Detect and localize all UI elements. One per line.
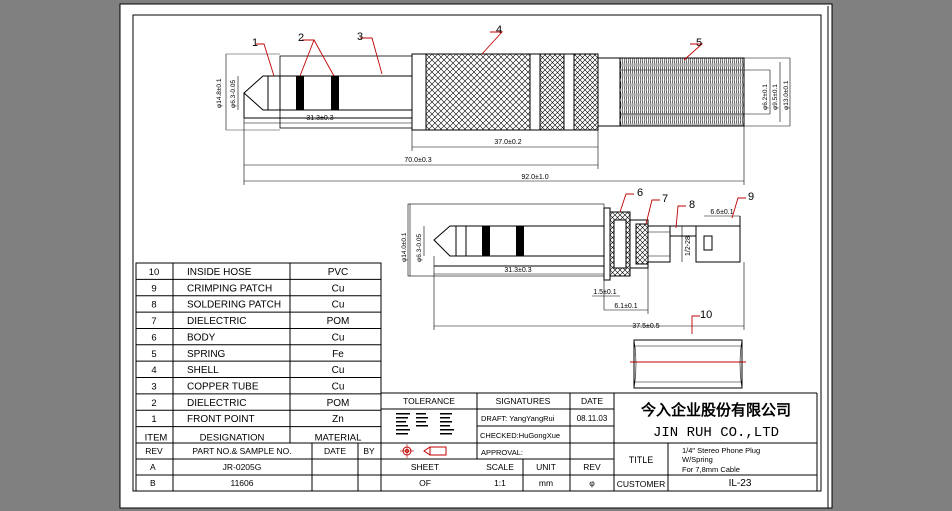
parts-row-item: 9 [151, 283, 156, 294]
rev-header: REV [145, 446, 163, 456]
title-line1: 1/4" Stereo Phone Plug [682, 446, 760, 455]
parts-row-designation: DIELECTRIC [187, 398, 246, 409]
rev-b: B [150, 478, 156, 488]
parts-row-item: 6 [151, 332, 156, 343]
scale-label: SCALE [486, 462, 514, 472]
part-a: JR-0205G [223, 462, 262, 472]
parts-row-item: 7 [151, 316, 156, 327]
customer-label: CUSTOMER [617, 479, 666, 489]
dim-top-70: 70.0±0.3 [404, 157, 431, 164]
sheet-value: OF [419, 478, 431, 488]
parts-row-material: PVC [328, 267, 349, 278]
section-plug-view: 31.3±0.3 1.5±0.1 6.1±0.1 37.5±0.5 6.6±0.… [401, 187, 754, 334]
company-name-cn: 今入企业股份有限公司 [640, 401, 791, 419]
parts-row-material: Cu [332, 365, 345, 376]
unit-label: UNIT [536, 462, 556, 472]
parts-row-material: Cu [332, 283, 345, 294]
dim-mid-6-6: 6.6±0.1 [710, 209, 733, 216]
parts-row-material: Zn [332, 414, 344, 425]
parts-row-material: Cu [332, 300, 345, 311]
title-label: TITLE [629, 455, 654, 465]
top-plug-view: 31.3±0.3 37.0±0.2 70.0±0.3 92.0±1.0 φ14.… [216, 24, 791, 185]
company-name-en: JIN RUH CO.,LTD [653, 425, 779, 441]
callout-5: 5 [696, 37, 702, 49]
dim-top-d6: φ6.3-0.05 [230, 80, 237, 108]
parts-row-item: 1 [151, 414, 156, 425]
dim-mid-31: 31.3±0.3 [504, 267, 531, 274]
by-header: BY [363, 446, 375, 456]
parts-row-designation: BODY [187, 332, 216, 343]
dim-top-31: 31.3±0.3 [306, 115, 333, 122]
parts-row-designation: INSIDE HOSE [187, 267, 252, 278]
parts-header-designation: DESIGNATION [200, 433, 265, 444]
parts-row-material: POM [327, 316, 350, 327]
callout-1: 1 [252, 37, 258, 49]
dim-top-37: 37.0±0.2 [494, 139, 521, 146]
dim-mid-37-5: 37.5±0.5 [632, 323, 659, 330]
parts-header-material: MATERIAL [315, 433, 362, 444]
sheet-label: SHEET [411, 462, 439, 472]
parts-row-designation: COPPER TUBE [187, 382, 259, 393]
scale-value: 1:1 [494, 478, 506, 488]
dim-top-d14: φ14.8±0.1 [216, 78, 223, 108]
dim-top-r1: φ6.2±0.1 [762, 84, 769, 110]
parts-row-item: 4 [151, 365, 156, 376]
callout-3: 3 [357, 31, 363, 43]
unit-value: mm [539, 478, 553, 488]
dim-top-r2: φ9.5±0.1 [772, 84, 779, 110]
dim-mid-d6: φ6.3-0.05 [416, 234, 423, 262]
parts-row-item: 5 [151, 349, 156, 360]
rev-a: A [150, 462, 156, 472]
projection-symbol-icon [400, 444, 447, 458]
dim-mid-1-5: 1.5±0.1 [593, 289, 616, 296]
signatures-label: SIGNATURES [496, 396, 551, 406]
dim-mid-6-1: 6.1±0.1 [614, 303, 637, 310]
parts-row-material: Cu [332, 382, 345, 393]
dim-mid-thread: 1/2-28 [685, 236, 692, 256]
dim-mid-d14: φ14.0±0.1 [401, 232, 408, 262]
parts-row-item: 10 [149, 267, 160, 278]
inside-hose-view [630, 339, 746, 389]
parts-row-item: 2 [151, 398, 156, 409]
callout-10: 10 [700, 309, 712, 321]
parts-header-item: ITEM [145, 433, 168, 444]
callout-8: 8 [689, 199, 695, 211]
rev-value: φ [589, 478, 595, 488]
date-header: DATE [324, 446, 346, 456]
customer-value: IL-23 [729, 478, 752, 489]
parts-row-designation: SOLDERING PATCH [187, 300, 281, 311]
parts-row-designation: CRIMPING PATCH [187, 283, 272, 294]
rev-label: REV [583, 462, 601, 472]
parts-row-item: 8 [151, 300, 156, 311]
callout-6: 6 [637, 187, 643, 199]
draft-by: DRAFT: YangYangRui [481, 414, 555, 423]
draft-date: 08.11.03 [577, 414, 608, 423]
title-line3: For 7,8mm Cable [682, 465, 740, 474]
callout-2: 2 [298, 32, 304, 44]
dim-top-r3: φ13.0±0.1 [783, 80, 790, 110]
tolerance-label: TOLERANCE [403, 396, 455, 406]
parts-row-material: POM [327, 398, 350, 409]
parts-row-designation: SPRING [187, 349, 226, 360]
parts-row-designation: FRONT POINT [187, 414, 255, 425]
dim-top-92: 92.0±1.0 [521, 174, 548, 181]
tolerance-chart-icon [396, 413, 454, 435]
parts-row-material: Cu [332, 332, 345, 343]
part-b: 11606 [230, 478, 253, 488]
parts-row-material: Fe [332, 349, 344, 360]
parts-row-designation: SHELL [187, 365, 219, 376]
sig-date-label: DATE [581, 396, 603, 406]
title-block: REV PART NO.& SAMPLE NO. DATE BY A JR-02… [135, 392, 818, 492]
callout-4: 4 [496, 24, 502, 36]
parts-row-item: 3 [151, 382, 156, 393]
approval: APPROVAL: [481, 448, 523, 457]
checked-by: CHECKED:HuGongXue [480, 431, 560, 440]
part-no-header: PART NO.& SAMPLE NO. [192, 446, 291, 456]
callout-9: 9 [748, 191, 754, 203]
title-line2: W/Spring [682, 455, 713, 464]
callout-7: 7 [662, 193, 668, 205]
parts-row-designation: DIELECTRIC [187, 316, 246, 327]
